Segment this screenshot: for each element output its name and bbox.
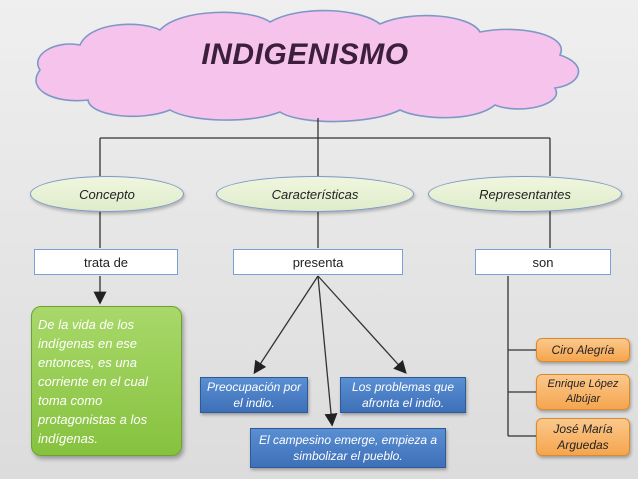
characteristic-box-3: Los problemas que afronta el indio. <box>340 377 466 413</box>
representative-box-2: Enrique López Albújar <box>536 374 630 410</box>
category-oval-representantes: Representantes <box>428 176 622 212</box>
title-cloud <box>35 9 580 123</box>
category-oval-caracteristicas: Características <box>216 176 414 212</box>
characteristic-box-1: Preocupación por el indio. <box>200 377 308 413</box>
representative-box-3: José María Arguedas <box>536 418 630 456</box>
characteristic-box-2: El campesino emerge, empieza a simboliza… <box>250 428 446 468</box>
category-oval-concepto: Concepto <box>30 176 184 212</box>
link-box-son: son <box>475 249 611 275</box>
arrow-to-char-1 <box>253 275 319 375</box>
map-title: INDIGENISMO <box>201 38 409 71</box>
arrow-to-char-2 <box>317 275 338 427</box>
representative-box-1: Ciro Alegría <box>536 338 630 362</box>
arrow-to-char-3 <box>317 275 407 374</box>
link-box-presenta: presenta <box>233 249 403 275</box>
link-box-trata-de: trata de <box>34 249 178 275</box>
concept-definition-box: De la vida de los indígenas en ese enton… <box>31 306 182 456</box>
